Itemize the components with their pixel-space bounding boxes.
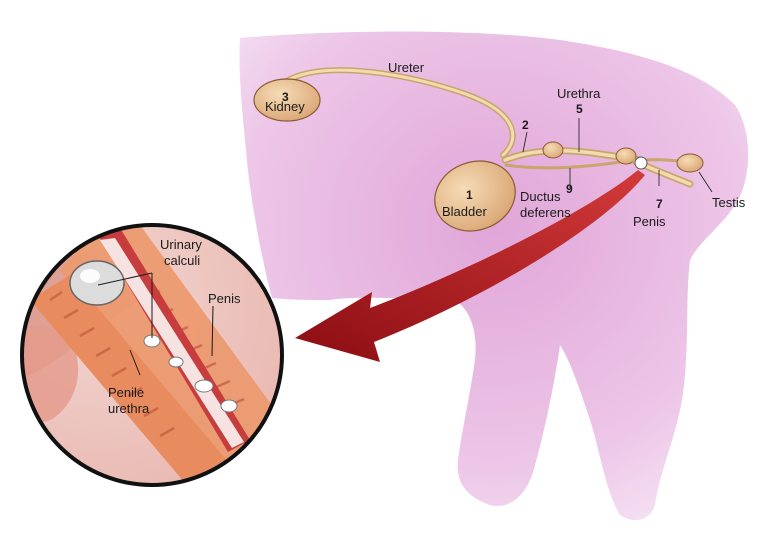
label-bladder-number: 1 <box>466 188 473 202</box>
bladder <box>434 160 516 232</box>
label-penis: Penis <box>633 214 666 229</box>
label-ductus-line2: deferens <box>520 205 571 220</box>
label-urinary-calculi-line2: calculi <box>164 253 201 268</box>
label-number-2: 2 <box>522 118 529 132</box>
testis <box>676 153 704 173</box>
inset-content <box>22 225 282 485</box>
label-ductus-line1: Ductus <box>520 189 561 204</box>
label-urethra: Urethra <box>557 86 601 101</box>
label-kidney: Kidney <box>265 99 305 114</box>
calculus-marker <box>634 156 648 170</box>
label-kidney-number: 3 <box>282 90 289 104</box>
inset-border <box>20 223 284 487</box>
label-urethra-number: 5 <box>576 102 583 116</box>
kidney <box>253 78 321 122</box>
leader-lines <box>522 118 713 193</box>
label-testis: Testis <box>712 195 746 210</box>
label-ductus-number: 9 <box>566 182 573 196</box>
label-bladder: Bladder <box>442 204 487 219</box>
prostate <box>542 141 564 159</box>
label-inset-penis: Penis <box>208 291 241 306</box>
label-urinary-calculi-line1: Urinary <box>160 237 202 252</box>
label-penile-urethra-line1: Penile <box>108 385 145 400</box>
pointer-arrow <box>295 170 645 362</box>
label-penile-urethra-line2: urethra <box>108 401 150 416</box>
label-ureter: Ureter <box>388 60 425 75</box>
bulbourethral-gland <box>615 147 637 165</box>
label-penis-number: 7 <box>656 197 663 211</box>
